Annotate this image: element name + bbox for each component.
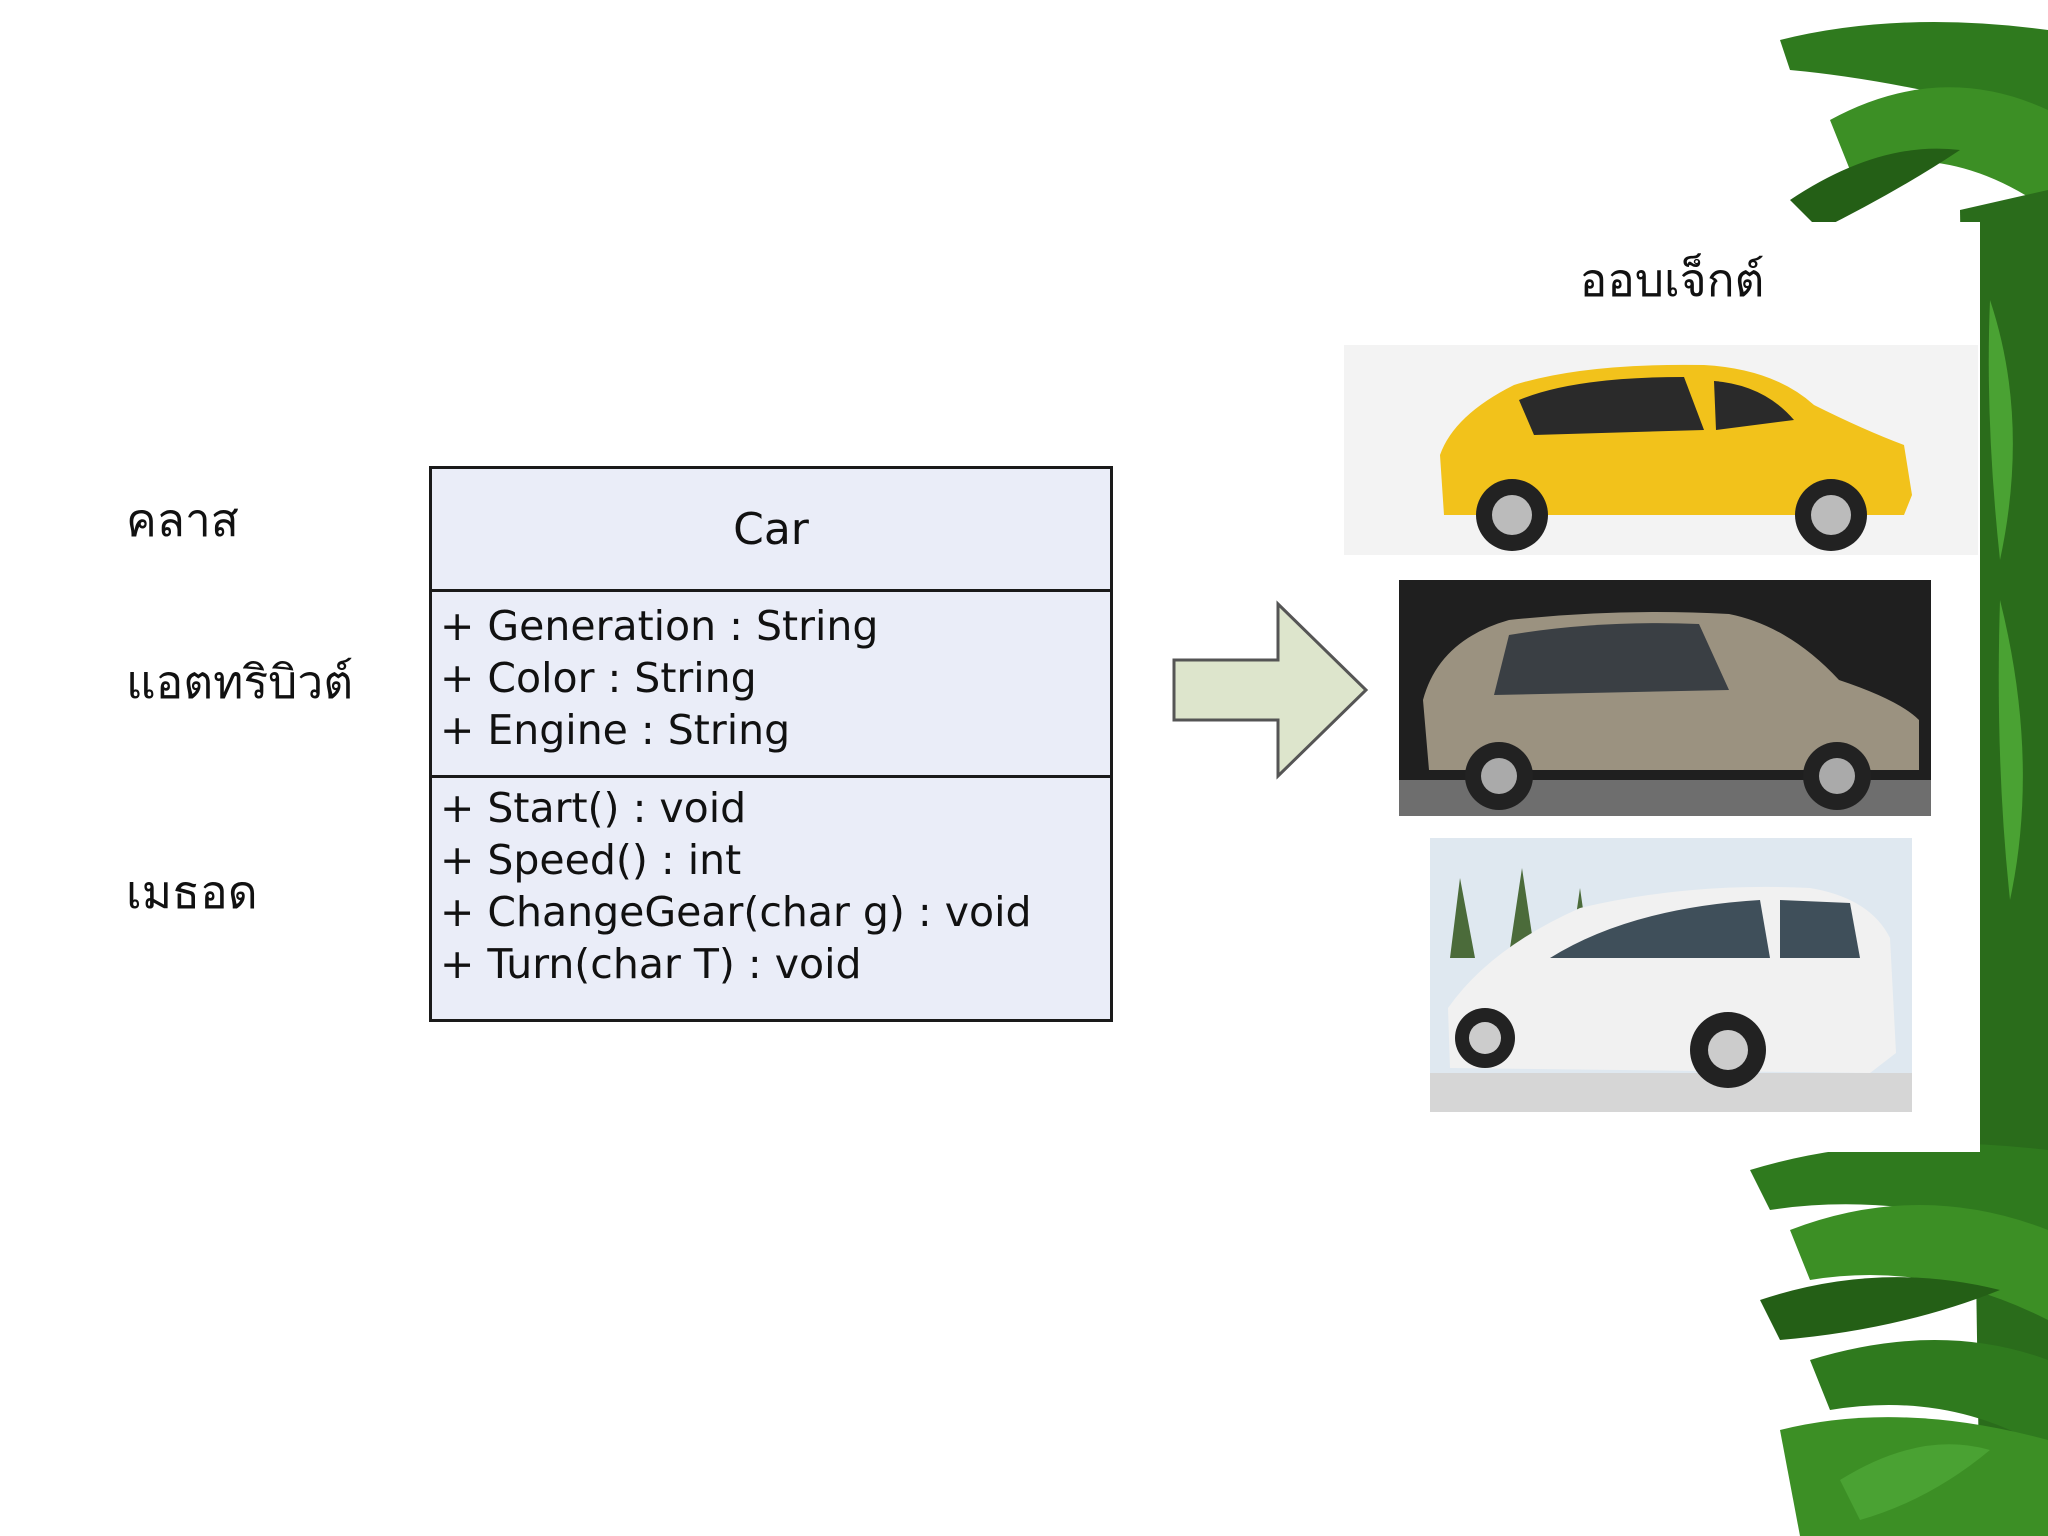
uml-attribute: + Color : String: [440, 654, 757, 702]
method-label: เมธอด: [126, 865, 258, 919]
uml-methods-compartment: + Start() : void + Speed() : int + Chang…: [432, 778, 1110, 990]
uml-method: + ChangeGear(char g) : void: [440, 888, 1032, 936]
uml-class-box: Car + Generation : String + Color : Stri…: [429, 466, 1113, 1022]
attribute-label: แอตทริบิวต์: [126, 655, 354, 709]
uml-attribute: + Engine : String: [440, 706, 791, 754]
uml-method: + Speed() : int: [440, 836, 742, 884]
class-label: คลาส: [126, 493, 239, 547]
yellow-hatchback-photo: [1344, 345, 1978, 555]
uml-class-name: Car: [432, 469, 1110, 592]
uml-method: + Turn(char T) : void: [440, 940, 862, 988]
right-arrow-icon: [1172, 600, 1369, 780]
white-hatchback-photo: [1430, 838, 1912, 1112]
uml-attribute: + Generation : String: [440, 602, 879, 650]
object-label: ออบเจ็กต์: [1579, 253, 1765, 307]
uml-attributes-compartment: + Generation : String + Color : String +…: [432, 592, 1110, 778]
bronze-hatchback-photo: [1399, 580, 1931, 816]
uml-method: + Start() : void: [440, 784, 747, 832]
